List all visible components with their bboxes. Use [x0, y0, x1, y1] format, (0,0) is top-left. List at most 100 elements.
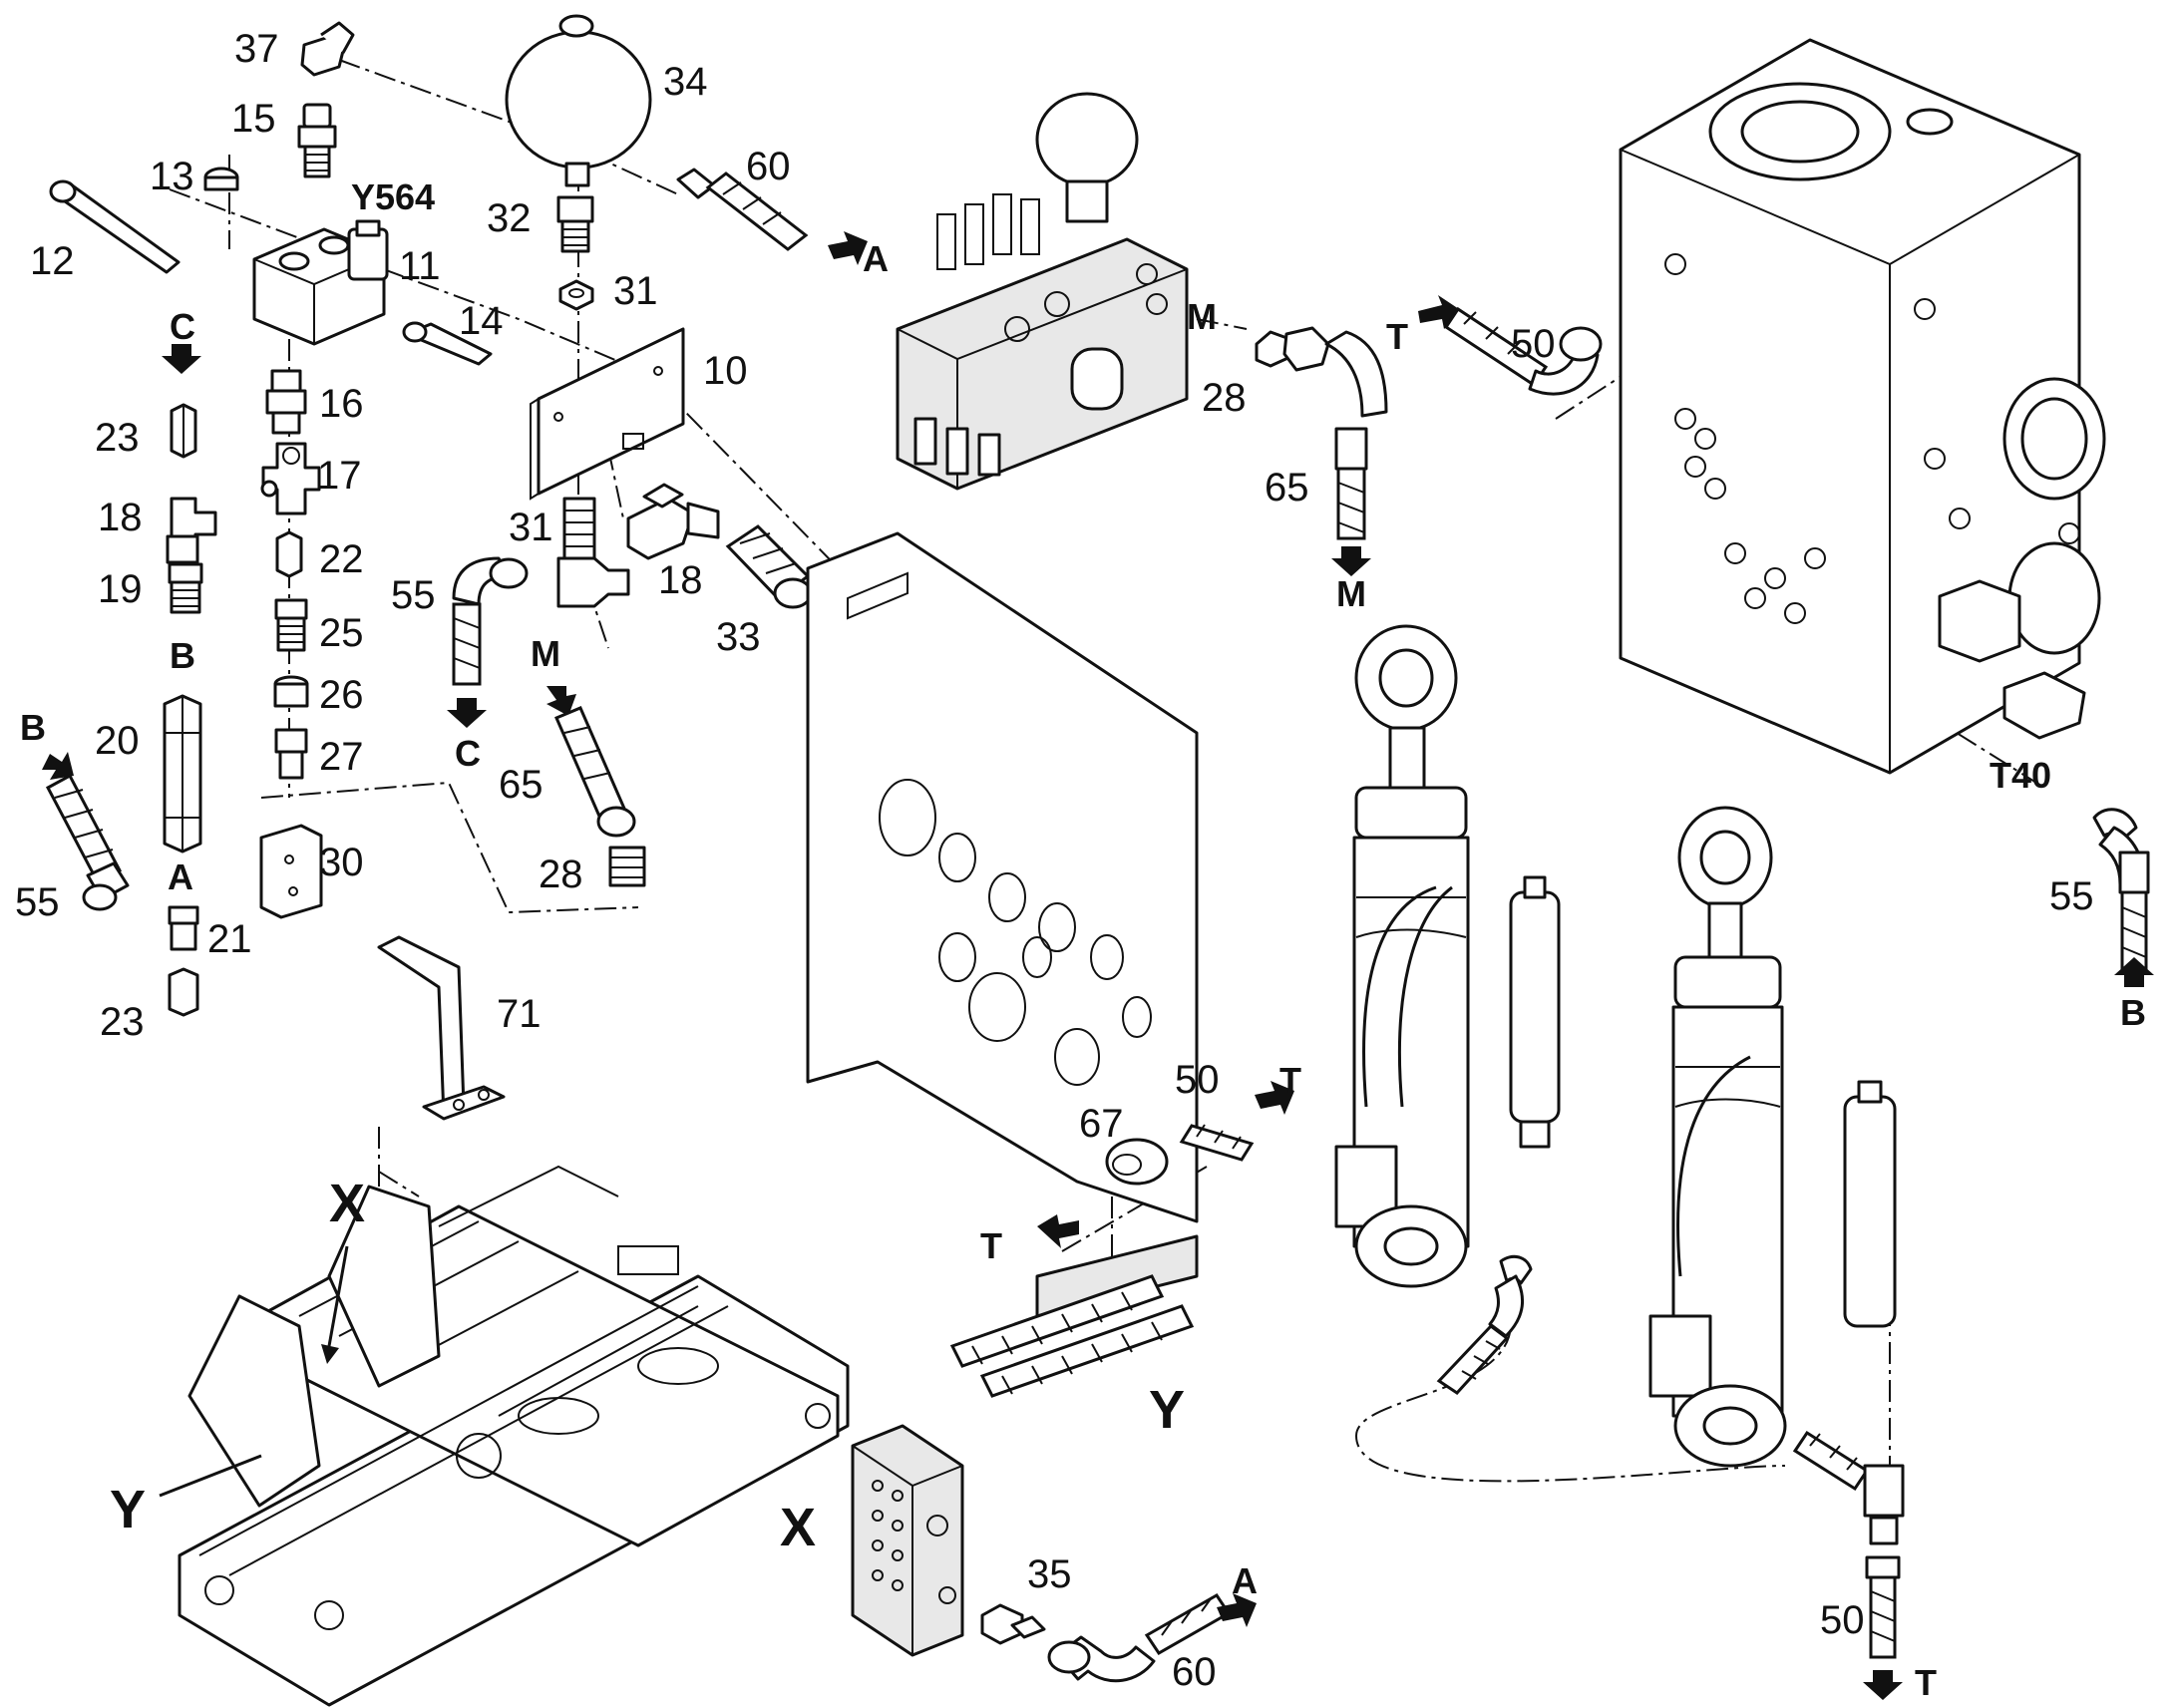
flow-arrow-t4-icon	[1863, 1670, 1903, 1700]
label-19: 19	[98, 567, 143, 611]
label-t-left-mid: T	[980, 1225, 1002, 1266]
hose-65-right[interactable]	[1324, 330, 1388, 540]
fitting-28-right[interactable]	[1255, 326, 1330, 372]
label-60-bottom: 60	[1172, 1650, 1217, 1694]
label-33: 33	[716, 615, 761, 659]
fitting-37[interactable]	[300, 21, 355, 77]
clamp-67[interactable]	[1105, 1138, 1169, 1186]
flow-arrow-c-icon	[162, 344, 201, 374]
manifold-y[interactable]	[949, 1234, 1199, 1398]
label-26: 26	[319, 673, 364, 717]
control-valve-block[interactable]	[896, 92, 1189, 491]
label-55-right: 55	[2049, 874, 2094, 918]
label-50-top: 50	[1511, 322, 1556, 366]
label-55-left: 55	[15, 880, 60, 924]
block-30[interactable]	[259, 824, 323, 919]
cap-23-top[interactable]	[170, 403, 197, 459]
fitting-22[interactable]	[275, 530, 303, 578]
hose-65-left[interactable]	[554, 706, 636, 838]
label-15: 15	[231, 97, 276, 141]
label-y-chassis: Y	[110, 1480, 146, 1539]
fitting-28-left[interactable]	[608, 846, 646, 887]
tee-18-center[interactable]	[626, 483, 720, 560]
flow-arrow-a-top-icon	[828, 231, 868, 265]
bracket-71[interactable]	[377, 935, 506, 1121]
fitting-19[interactable]	[168, 562, 203, 614]
nut-31[interactable]	[558, 279, 594, 311]
hose-tee-bottom-right[interactable]	[1792, 1430, 1905, 1659]
flow-arrow-b-right-icon	[2114, 957, 2154, 987]
hose-55-right[interactable]	[2092, 808, 2150, 974]
accumulator-right[interactable]	[1843, 1080, 1897, 1328]
fitting-27[interactable]	[274, 728, 308, 780]
label-25: 25	[319, 611, 364, 655]
flow-arrow-t2-icon	[1037, 1214, 1079, 1248]
part-labels: 37 15 34 60 A 13 Y564 12 11 32 31 14 10 …	[15, 27, 2146, 1703]
label-28-right: 28	[1202, 376, 1247, 420]
label-13: 13	[150, 155, 194, 198]
fitting-26[interactable]	[273, 675, 309, 708]
fitting-32[interactable]	[556, 195, 594, 253]
fitting-31-lower[interactable]	[556, 497, 630, 608]
label-t-mid: T	[1279, 1060, 1301, 1101]
label-b-left: B	[170, 635, 195, 676]
solenoid-valve-y564[interactable]	[252, 219, 389, 346]
label-71: 71	[497, 992, 542, 1036]
flow-arrow-t3-icon	[1255, 1081, 1294, 1115]
label-c-top: C	[170, 306, 195, 347]
hose-bottom-left[interactable]	[1436, 1254, 1533, 1395]
label-50-mid: 50	[1175, 1058, 1220, 1102]
fitting-16[interactable]	[265, 369, 307, 435]
label-x-manifold: X	[780, 1498, 816, 1557]
bolt-14[interactable]	[402, 321, 493, 366]
label-m-top: M	[1187, 296, 1217, 337]
accumulator-left[interactable]	[1509, 875, 1561, 1149]
fitting-15[interactable]	[297, 103, 337, 178]
label-y564: Y564	[351, 176, 435, 217]
label-t40: T40	[1990, 755, 2051, 796]
hydraulic-cylinder-right[interactable]	[1648, 806, 1787, 1468]
label-31-lower: 31	[509, 506, 553, 549]
label-t-bottom: T	[1915, 1662, 1937, 1703]
label-m-center: M	[531, 633, 560, 674]
hose-55-left[interactable]	[45, 773, 130, 911]
label-28-left: 28	[539, 853, 583, 896]
plug-13[interactable]	[203, 167, 239, 191]
hose-60-top[interactable]	[676, 168, 809, 251]
hydraulic-cylinder-left[interactable]	[1334, 624, 1470, 1288]
bolt-12[interactable]	[49, 179, 181, 274]
label-a-bottom: A	[1232, 1560, 1258, 1601]
tee-17[interactable]	[261, 442, 321, 515]
label-t-top: T	[1386, 316, 1408, 357]
fitting-21[interactable]	[168, 905, 199, 951]
hose-55-center[interactable]	[452, 556, 529, 686]
label-50-bottom: 50	[1820, 1598, 1865, 1642]
label-23-top: 23	[95, 416, 140, 460]
label-22: 22	[319, 537, 364, 581]
cap-23-bottom[interactable]	[168, 967, 199, 1017]
valve-20[interactable]	[163, 694, 202, 854]
label-18-left: 18	[98, 496, 143, 539]
label-35: 35	[1027, 1552, 1072, 1596]
label-21: 21	[207, 917, 252, 961]
hose-50-top[interactable]	[1443, 306, 1603, 396]
frame-plate[interactable]	[806, 531, 1199, 1223]
flow-arrow-b-left-icon	[42, 752, 74, 780]
hose-end-33[interactable]	[725, 524, 813, 609]
label-60-top: 60	[746, 145, 791, 188]
accumulator-34[interactable]	[505, 14, 652, 187]
hose-50-mid[interactable]	[1179, 1124, 1255, 1162]
label-14: 14	[459, 299, 504, 343]
fitting-35[interactable]	[980, 1603, 1046, 1645]
transmission-housing[interactable]	[1619, 38, 2106, 775]
fitting-25[interactable]	[274, 598, 308, 652]
chassis-frame[interactable]	[178, 1165, 850, 1707]
label-65-right: 65	[1265, 466, 1309, 510]
label-67: 67	[1079, 1102, 1124, 1146]
bracket-10[interactable]	[530, 327, 685, 501]
manifold-x[interactable]	[851, 1424, 964, 1657]
tee-18-left[interactable]	[166, 480, 278, 564]
hose-60-bottom[interactable]	[1047, 1593, 1232, 1683]
label-x-chassis: X	[329, 1174, 365, 1233]
